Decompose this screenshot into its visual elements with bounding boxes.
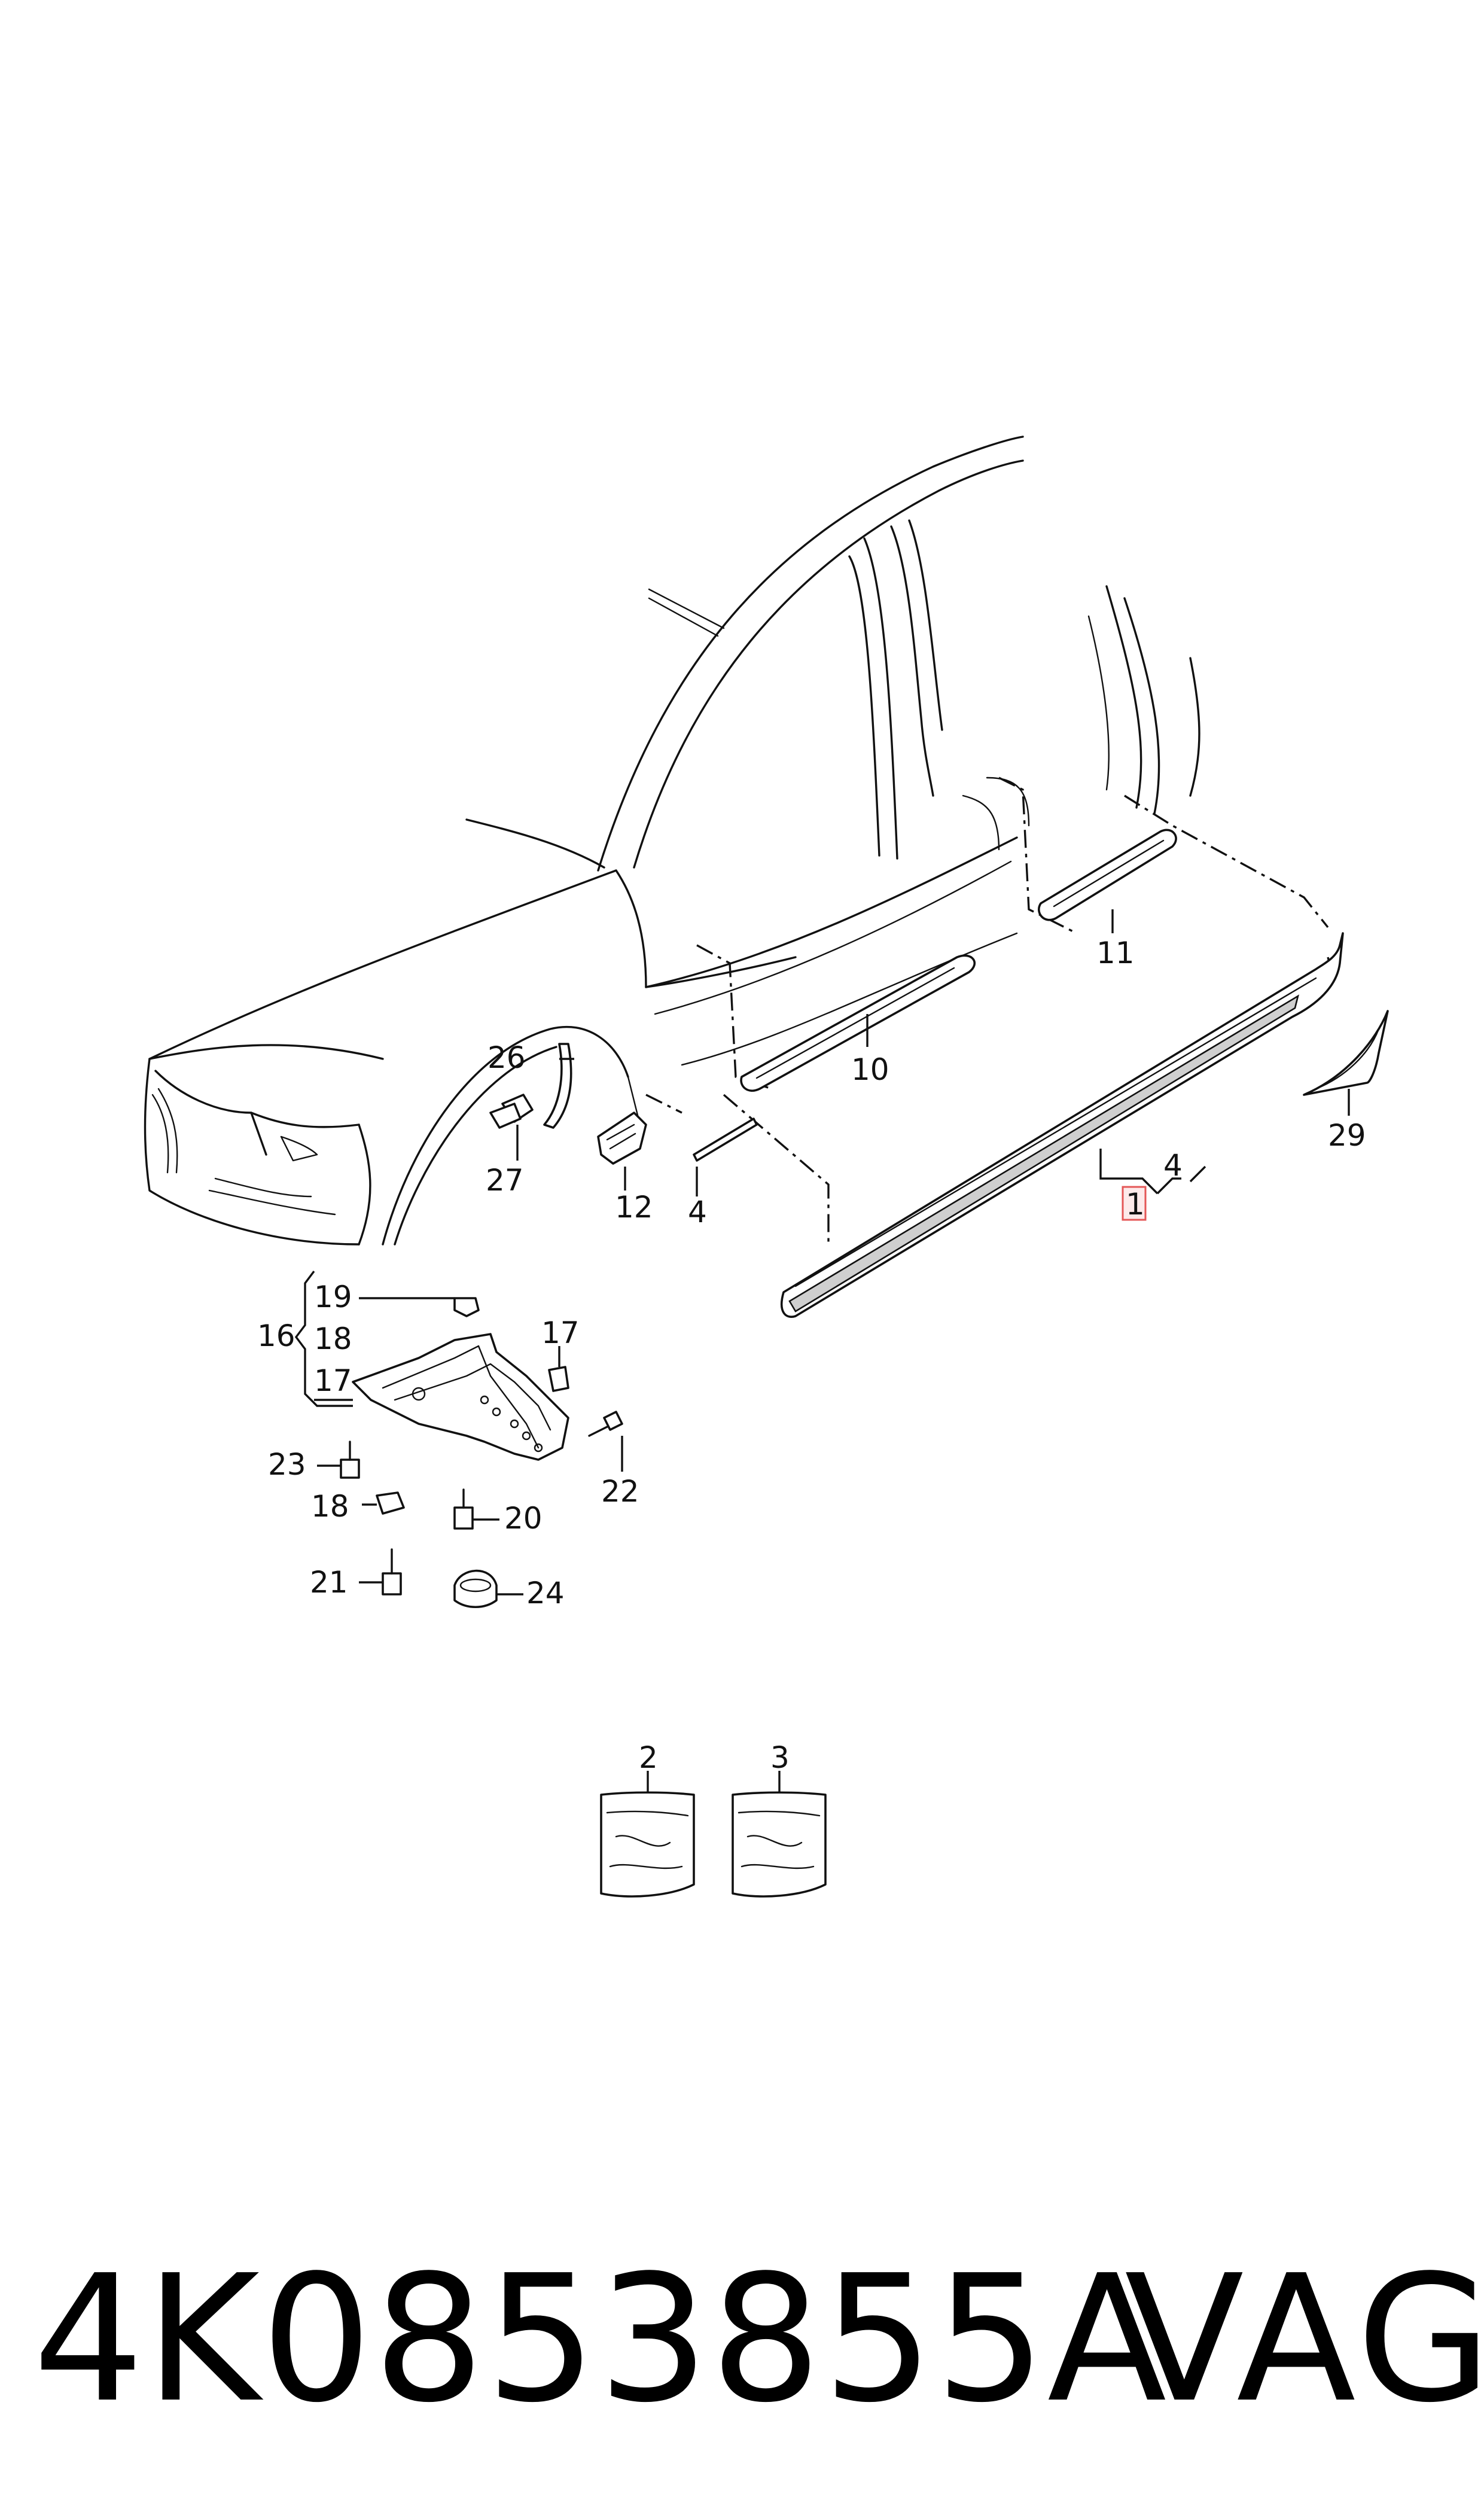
label-part-23: 23 bbox=[268, 1447, 306, 1482]
car-body-outline bbox=[144, 436, 1200, 1246]
label-part-4-skirt: 4 bbox=[1163, 1148, 1183, 1183]
label-part-1: 1 bbox=[1126, 1187, 1145, 1222]
label-part-22: 22 bbox=[601, 1474, 639, 1509]
label-part-24: 24 bbox=[526, 1576, 565, 1610]
part-labels: 1 2 3 4 4 10 11 12 16 17 17 18 18 19 20 … bbox=[257, 936, 1366, 1775]
label-part-26: 26 bbox=[487, 1040, 526, 1075]
bracket[interactable] bbox=[597, 1112, 647, 1165]
label-part-10: 10 bbox=[851, 1052, 889, 1087]
label-part-3: 3 bbox=[770, 1740, 790, 1775]
label-part-16: 16 bbox=[257, 1319, 295, 1353]
side-skirt-panel[interactable] bbox=[780, 932, 1344, 1318]
push-clip[interactable] bbox=[489, 1094, 534, 1129]
adhesive-pack-3[interactable] bbox=[732, 1791, 827, 1898]
label-part-29: 29 bbox=[1328, 1118, 1366, 1153]
label-part-17: 17 bbox=[314, 1363, 352, 1398]
rear-corner-trim[interactable] bbox=[1303, 1010, 1389, 1096]
sill-trim-rear[interactable] bbox=[1038, 829, 1177, 921]
label-part-12: 12 bbox=[615, 1190, 653, 1225]
part-number: 4K0853855A bbox=[33, 2237, 1168, 2441]
highlight-box-part-1 bbox=[1122, 1186, 1147, 1221]
label-part-4: 4 bbox=[688, 1195, 707, 1229]
label-part-20: 20 bbox=[504, 1501, 543, 1536]
adhesive-pack-2[interactable] bbox=[600, 1791, 695, 1898]
label-part-17-right: 17 bbox=[541, 1316, 580, 1350]
sill-trim-front[interactable] bbox=[740, 954, 976, 1092]
fender-liner-strip[interactable] bbox=[543, 1043, 572, 1129]
hardware-parts bbox=[340, 1297, 623, 1608]
label-part-18-nut: 18 bbox=[311, 1489, 349, 1524]
label-part-18: 18 bbox=[314, 1322, 352, 1356]
retainer-strip[interactable] bbox=[693, 1118, 758, 1162]
label-part-11: 11 bbox=[1096, 936, 1135, 970]
label-part-21: 21 bbox=[310, 1565, 348, 1600]
brand-name: VAG bbox=[1125, 2237, 1484, 2441]
label-part-2: 2 bbox=[639, 1740, 658, 1775]
leader-lines bbox=[294, 909, 1350, 1794]
label-part-19: 19 bbox=[314, 1280, 352, 1314]
underbody-bracket-assembly[interactable] bbox=[352, 1333, 569, 1461]
footer: 4K0853855A VAG bbox=[0, 2249, 1484, 2429]
label-part-27: 27 bbox=[486, 1163, 524, 1198]
